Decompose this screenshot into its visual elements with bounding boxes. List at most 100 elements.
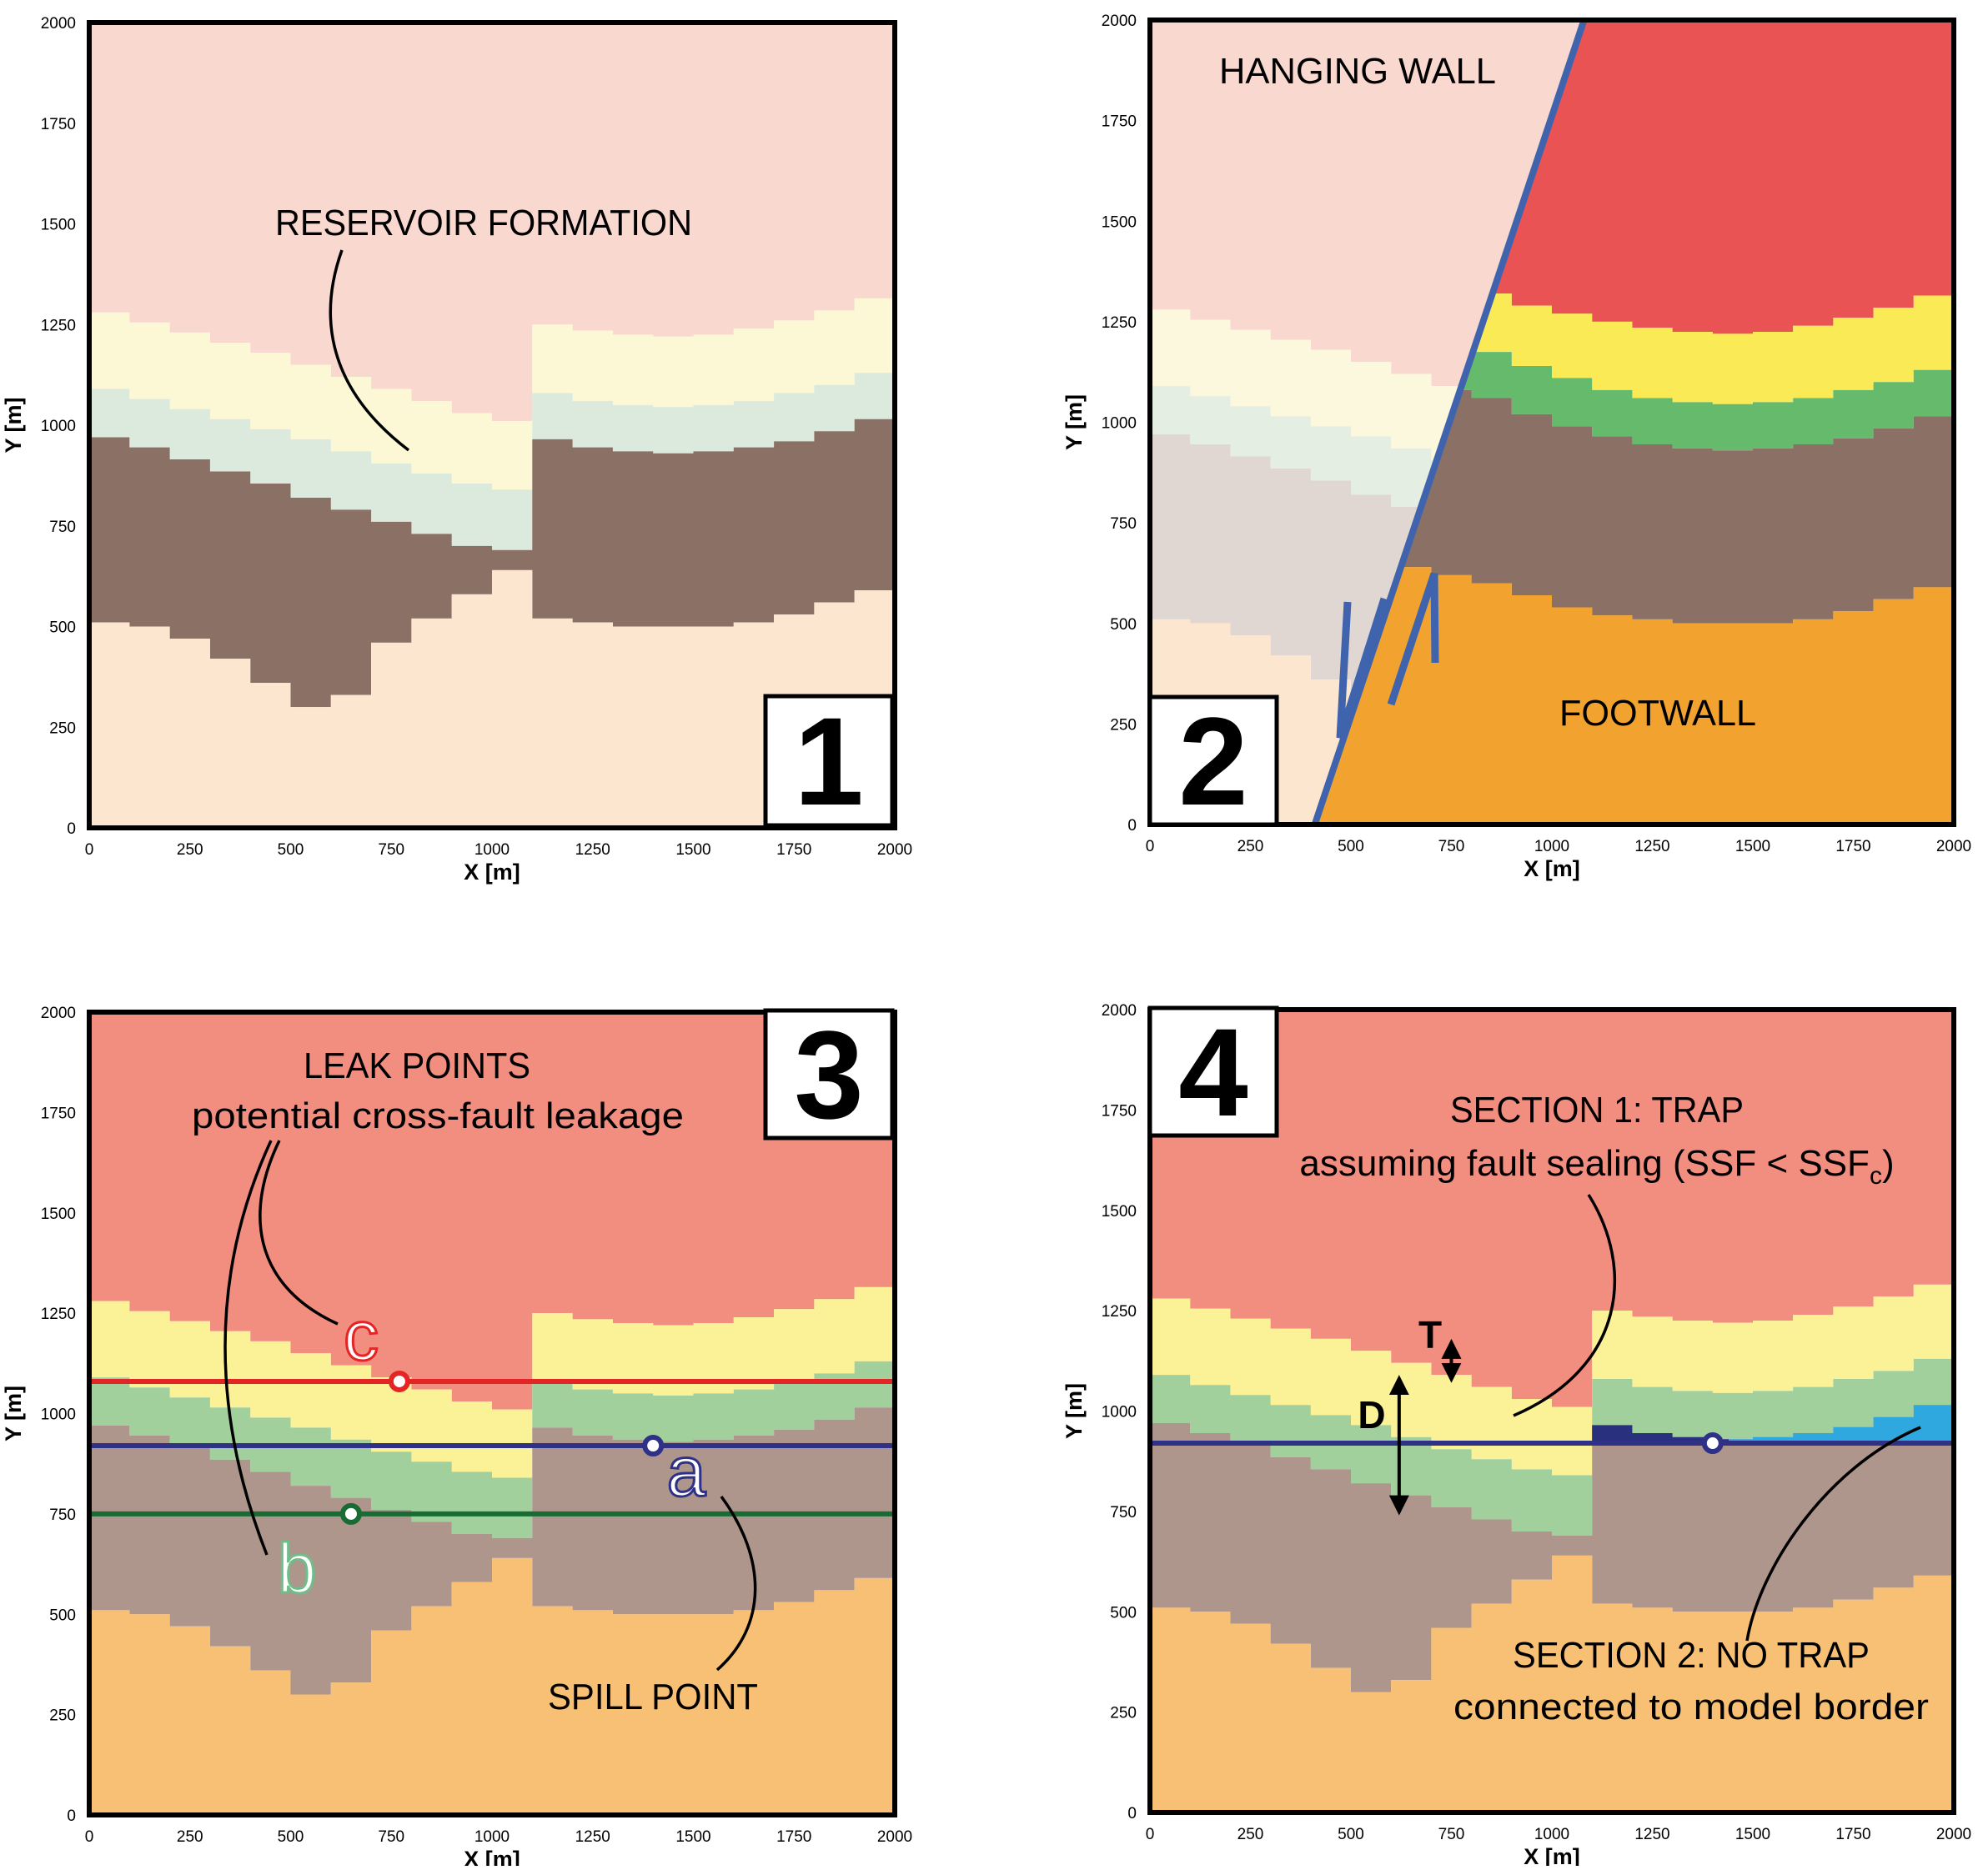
x-tick-label: 2000 <box>1936 1826 1971 1843</box>
y-tick-label: 1250 <box>41 317 76 334</box>
x-tick-label: 250 <box>177 841 203 859</box>
x-tick-label: 1250 <box>1634 838 1669 855</box>
section-2-title: SECTION 2: NO TRAP <box>1513 1635 1870 1676</box>
y-tick-label: 1500 <box>41 217 76 234</box>
panel-3-number: 3 <box>794 1005 863 1145</box>
fw-yellow-layer <box>1314 197 1954 404</box>
x-axis-label: X [m] <box>1524 1844 1580 1866</box>
leader-section-2 <box>1745 1426 1921 1642</box>
x-tick-label: 1500 <box>1735 838 1770 855</box>
section-1-subtitle: assuming fault sealing (SSF < SSFc) <box>1299 1143 1894 1190</box>
leader-to-b <box>223 1140 273 1556</box>
y-tick-label: 1500 <box>1102 1203 1137 1221</box>
p4-top-layer <box>1150 1010 1954 1407</box>
x-tick-label: 500 <box>1338 838 1364 855</box>
y-tick-label: 1250 <box>1102 1303 1137 1321</box>
p1-green-layer <box>89 373 895 550</box>
x-tick-label: 0 <box>1146 838 1155 855</box>
label-c: c <box>344 1296 379 1375</box>
y-tick-label: 1000 <box>41 418 76 435</box>
leader-spill-point <box>715 1495 757 1672</box>
p1-yellow-layer <box>89 298 895 490</box>
x-tick-label: 250 <box>177 1828 203 1846</box>
x-tick-label: 250 <box>1237 838 1264 855</box>
y-tick-label: 2000 <box>41 15 76 33</box>
x-tick-label: 1250 <box>1634 1826 1669 1843</box>
panel-1-number-box <box>763 694 895 828</box>
panel-3-number-box <box>763 1008 895 1141</box>
section-1-subscript: c <box>1870 1162 1882 1190</box>
spill-point-marker <box>1701 1432 1724 1455</box>
x-axis-label: X [m] <box>1524 856 1580 881</box>
x-tick-label: 0 <box>85 841 94 859</box>
panel-3-layers <box>89 1012 895 1815</box>
y-axis-label: Y [m] <box>1062 1383 1087 1439</box>
half-arrow-icon <box>1336 597 1388 739</box>
section-1-title: SECTION 1: TRAP <box>1450 1090 1744 1131</box>
y-tick-label: 1250 <box>1102 314 1137 332</box>
x-tick-label: 1500 <box>1735 1826 1770 1843</box>
panel-2-frame <box>1147 18 1956 827</box>
y-tick-label: 1500 <box>41 1206 76 1223</box>
x-tick-label: 1750 <box>1835 838 1870 855</box>
x-tick-label: 1500 <box>675 841 710 859</box>
x-tick-label: 2000 <box>877 841 912 859</box>
panel-1-number: 1 <box>794 691 863 831</box>
y-tick-label: 0 <box>67 820 76 838</box>
footwall-label: FOOTWALL <box>1559 693 1756 734</box>
y-tick-label: 0 <box>1127 1805 1137 1822</box>
y-tick-label: 750 <box>49 1507 76 1524</box>
label-a: a <box>667 1432 706 1511</box>
spill-point-label: SPILL POINT <box>548 1677 758 1717</box>
leak-point-b-marker <box>339 1502 362 1525</box>
y-tick-label: 2000 <box>1102 1002 1137 1020</box>
section-1-close: ) <box>1882 1143 1895 1184</box>
x-tick-label: 1500 <box>675 1828 710 1846</box>
p4-reservoir-layer <box>1150 1405 1954 1692</box>
p3-top-layer <box>89 1012 895 1410</box>
p1-bottom-layer <box>89 569 895 828</box>
label-b: b <box>278 1529 317 1607</box>
x-tick-label: 1000 <box>474 1828 510 1846</box>
x-tick-label: 500 <box>278 1828 304 1846</box>
x-tick-label: 1250 <box>575 1828 610 1846</box>
y-tick-label: 1750 <box>1102 113 1137 131</box>
leader-section-1 <box>1513 1194 1617 1417</box>
y-tick-label: 2000 <box>1102 13 1137 30</box>
p1-top-layer <box>89 23 895 422</box>
reservoir-leader-line <box>329 249 410 452</box>
half-arrow-icon <box>1387 572 1439 706</box>
section-1-subtitle-text: assuming fault sealing (SSF < SSF <box>1299 1143 1870 1184</box>
y-tick-label: 500 <box>1110 616 1137 634</box>
fault-plane-line <box>1311 18 1588 826</box>
x-tick-label: 1000 <box>1534 1826 1569 1843</box>
y-axis-label: Y [m] <box>1062 394 1087 450</box>
x-tick-label: 0 <box>85 1828 94 1846</box>
label-T: T <box>1418 1313 1442 1356</box>
x-axis-label: X [m] <box>464 860 520 885</box>
x-tick-label: 1750 <box>776 1828 811 1846</box>
x-tick-label: 750 <box>1438 838 1465 855</box>
p4-yellow-layer <box>1150 1284 1954 1476</box>
y-tick-label: 500 <box>49 619 76 637</box>
y-axis-label: Y [m] <box>1 397 26 453</box>
y-tick-label: 1000 <box>41 1406 76 1424</box>
y-tick-label: 0 <box>1127 817 1137 835</box>
y-tick-label: 1750 <box>41 116 76 133</box>
panel-4-number-box <box>1147 1005 1279 1138</box>
section-2-subtitle: connected to model border <box>1453 1687 1929 1727</box>
x-tick-label: 750 <box>1438 1826 1465 1843</box>
section-2-connected-fill <box>1729 1405 1954 1444</box>
panel-3-frame <box>87 1010 897 1817</box>
x-tick-label: 750 <box>378 841 404 859</box>
spill-point-a-marker <box>642 1435 665 1457</box>
x-tick-label: 1750 <box>1835 1826 1870 1843</box>
panel-1-layers <box>89 23 895 828</box>
